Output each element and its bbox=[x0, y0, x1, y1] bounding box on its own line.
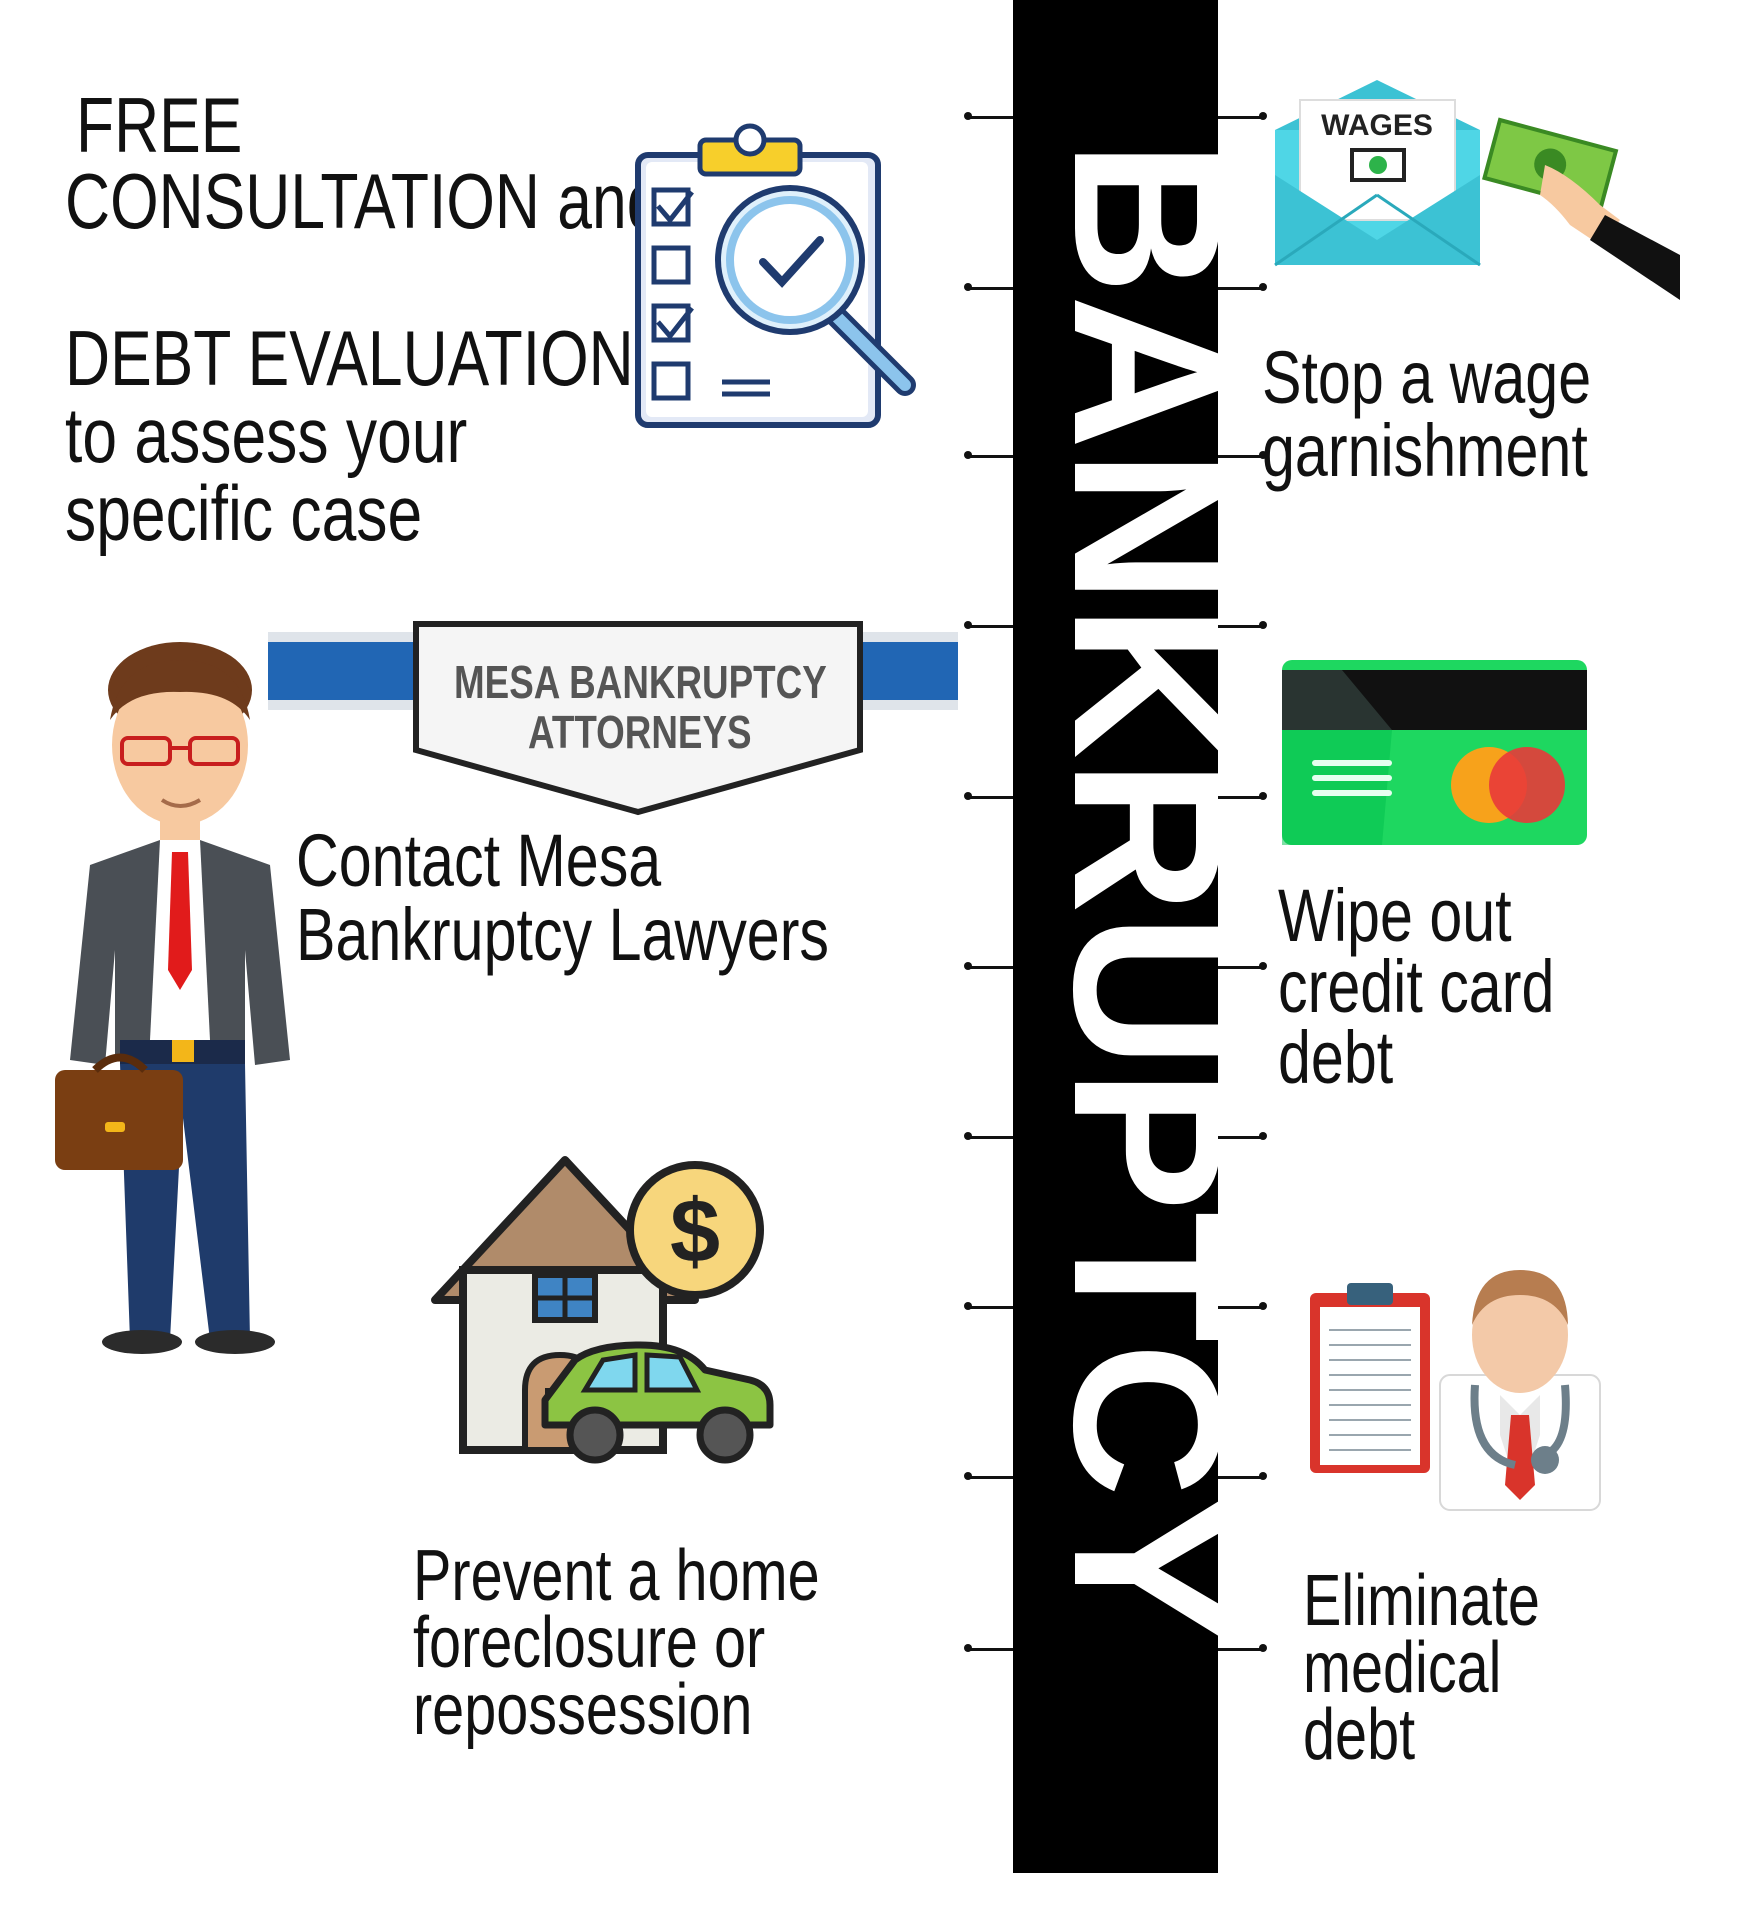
tick-right bbox=[1218, 792, 1267, 800]
foreclosure-line1: Prevent a home bbox=[413, 1536, 820, 1616]
tick-right bbox=[1218, 962, 1267, 970]
wage-envelope-money-icon: WAGES bbox=[1270, 75, 1680, 305]
tick-left bbox=[964, 1472, 1013, 1480]
medical-line1: Eliminate bbox=[1303, 1561, 1540, 1641]
consultation-line5: specific case bbox=[65, 469, 423, 557]
tick-right bbox=[1218, 1132, 1267, 1140]
contact-line1: Contact Mesa bbox=[296, 819, 662, 902]
credit-line2: credit card bbox=[1278, 945, 1555, 1028]
spine-title-svg: BANKRUPTCY bbox=[1030, 140, 1218, 1640]
tick-left bbox=[964, 792, 1013, 800]
tick-left bbox=[964, 1302, 1013, 1310]
tick-right bbox=[1218, 621, 1267, 629]
banner-line1: MESA BANKRUPTCY bbox=[454, 656, 827, 708]
doctor-clipboard-icon bbox=[1305, 1255, 1605, 1515]
consultation-line4: to assess your bbox=[65, 391, 468, 479]
tick-left bbox=[964, 112, 1013, 120]
tick-right bbox=[1218, 112, 1267, 120]
consultation-line3: DEBT EVALUATION bbox=[65, 314, 634, 402]
consultation-line2: CONSULTATION and bbox=[65, 157, 662, 245]
credit-line3: debt bbox=[1278, 1016, 1394, 1099]
svg-text:$: $ bbox=[670, 1182, 720, 1282]
tick-right bbox=[1218, 1472, 1267, 1480]
spine-title: BANKRUPTCY bbox=[1030, 140, 1218, 1640]
medical-line2: medical bbox=[1303, 1628, 1502, 1708]
bankruptcy-spine: BANKRUPTCY bbox=[1013, 0, 1218, 1873]
contact-line2: Bankruptcy Lawyers bbox=[296, 893, 830, 976]
lawyer-figure-icon bbox=[50, 640, 310, 1360]
house-car-dollar-icon: $ bbox=[425, 1150, 775, 1495]
tick-right bbox=[1218, 1302, 1267, 1310]
tick-left bbox=[964, 962, 1013, 970]
foreclosure-line2: foreclosure or bbox=[413, 1603, 766, 1683]
wage-badge: WAGES bbox=[1321, 109, 1433, 142]
credit-card-icon bbox=[1282, 660, 1587, 845]
wage-line1: Stop a wage bbox=[1262, 336, 1592, 419]
consultation-line1: FREE bbox=[76, 81, 243, 169]
tick-left bbox=[964, 1644, 1013, 1652]
tick-right bbox=[1218, 451, 1267, 459]
tick-left bbox=[964, 1132, 1013, 1140]
tick-left bbox=[964, 283, 1013, 291]
medical-line3: debt bbox=[1303, 1695, 1416, 1775]
checklist-magnifier-icon bbox=[630, 110, 930, 430]
wage-line2: garnishment bbox=[1262, 409, 1588, 492]
tick-left bbox=[964, 451, 1013, 459]
tick-right bbox=[1218, 1644, 1267, 1652]
foreclosure-line3: repossession bbox=[413, 1670, 753, 1750]
credit-line1: Wipe out bbox=[1278, 874, 1512, 957]
tick-right bbox=[1218, 283, 1267, 291]
mesa-banner: MESA BANKRUPTCY ATTORNEYS bbox=[268, 620, 958, 820]
tick-left bbox=[964, 621, 1013, 629]
banner-line2: ATTORNEYS bbox=[528, 706, 752, 758]
